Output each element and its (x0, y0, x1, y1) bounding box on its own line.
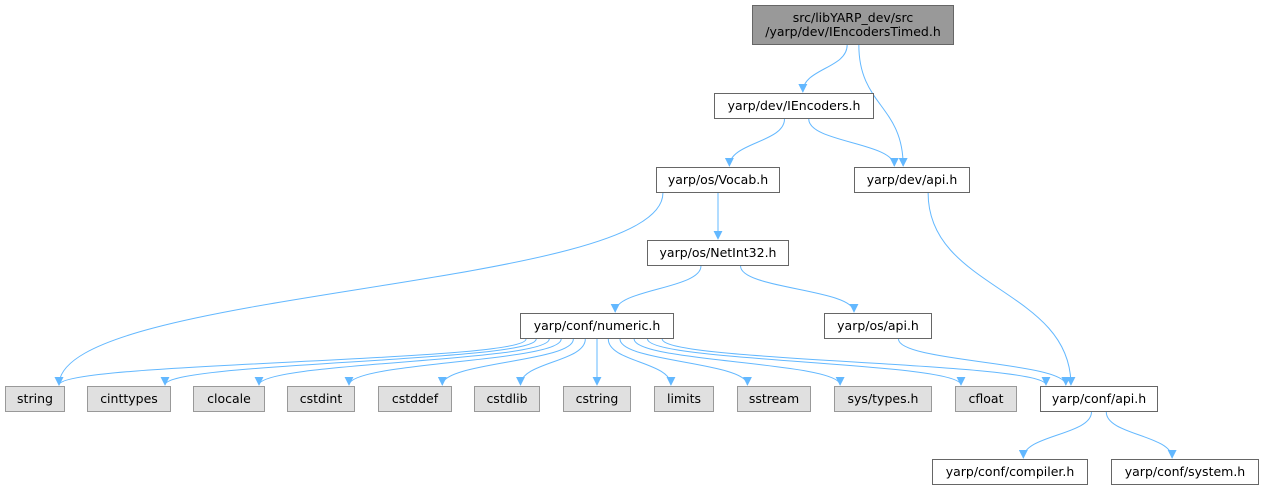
node-cstddef: cstddef (378, 386, 452, 412)
edge-numeric-to-cfloat (647, 338, 966, 386)
edge-root-to-iencoders (798, 44, 848, 93)
edge-devapi-to-confapi (927, 192, 1076, 386)
edge-osapi-to-confapi (897, 338, 1071, 386)
edge-vocab-to-string (54, 192, 664, 386)
node-cstdlib: cstdlib (474, 386, 540, 412)
node-clocale: clocale (193, 386, 265, 412)
edge-numeric-to-cstdint (344, 338, 562, 386)
node-os-netint32[interactable]: yarp/os/NetInt32.h (647, 240, 789, 266)
node-root-iencoderstimed: src/libYARP_dev/src /yarp/dev/IEncodersT… (752, 5, 954, 45)
edge-numeric-to-clocale (254, 338, 550, 386)
node-limits: limits (654, 386, 714, 412)
edge-numeric-to-sstream (619, 338, 752, 386)
edge-netint32-to-numeric (610, 265, 702, 313)
node-iencoders[interactable]: yarp/dev/IEncoders.h (714, 93, 874, 119)
node-dev-api[interactable]: yarp/dev/api.h (854, 167, 970, 193)
node-cinttypes: cinttypes (87, 386, 171, 412)
node-os-vocab[interactable]: yarp/os/Vocab.h (656, 167, 780, 193)
edge-root-to-devapi (858, 44, 908, 167)
node-string: string (5, 386, 65, 412)
edge-numeric-to-cstdlib (516, 338, 586, 386)
node-cstdint: cstdint (287, 386, 355, 412)
edge-iencoders-to-devapi (808, 118, 899, 167)
node-conf-system[interactable]: yarp/conf/system.h (1111, 459, 1259, 485)
node-conf-api[interactable]: yarp/conf/api.h (1040, 386, 1158, 412)
node-conf-numeric[interactable]: yarp/conf/numeric.h (520, 313, 674, 339)
node-sys-types: sys/types.h (834, 386, 932, 412)
edge-confapi-to-compiler (1018, 411, 1092, 459)
edge-numeric-to-confapi (661, 338, 1051, 386)
edge-numeric-to-cstddef (437, 338, 574, 386)
edge-numeric-to-limits (607, 338, 676, 386)
node-cstring: cstring (563, 386, 631, 412)
node-cfloat: cfloat (955, 386, 1017, 412)
edge-netint32-to-osapi (740, 265, 859, 313)
node-sstream: sstream (737, 386, 811, 412)
edge-confapi-to-system (1105, 411, 1177, 459)
edge-iencoders-to-vocab (724, 118, 785, 167)
node-conf-compiler[interactable]: yarp/conf/compiler.h (932, 459, 1088, 485)
edge-numeric-to-systypes (633, 338, 845, 386)
node-os-api[interactable]: yarp/os/api.h (824, 313, 932, 339)
edge-numeric-to-cinttypes (160, 338, 537, 386)
edge-numeric-to-string (54, 338, 527, 386)
